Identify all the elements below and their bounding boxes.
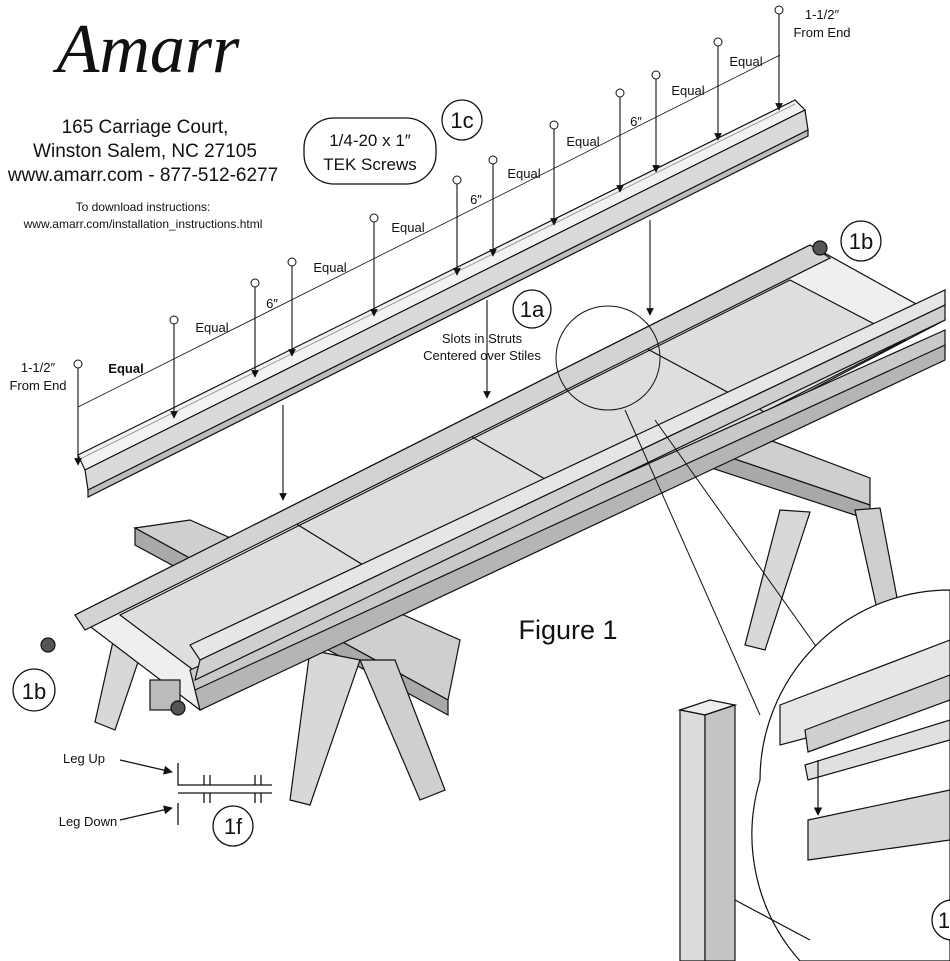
callout-1c: 1c (441, 99, 483, 141)
slots-note-line1: Slots in Struts (442, 331, 523, 346)
equal-label-5: Equal (507, 166, 540, 181)
callout-1a-text: 1a (520, 297, 545, 322)
end-label-right-1: 1-1/2″ (805, 7, 840, 22)
screw-label-line2: TEK Screws (323, 155, 417, 174)
callout-1-partial-text: 1 (938, 908, 950, 933)
address-line2: Winston Salem, NC 27105 (33, 141, 257, 162)
detail-magnifier-lines (555, 305, 841, 716)
equal-label-2: Equal (195, 320, 228, 335)
callout-1f: 1f (212, 805, 254, 847)
callout-1c-text: 1c (450, 108, 473, 133)
callout-1f-text: 1f (224, 814, 243, 839)
wall-post (677, 699, 811, 961)
screw-label-box: 1/4-20 x 1″ TEK Screws (303, 117, 437, 185)
callout-1b-left-text: 1b (22, 679, 46, 704)
figure-title: Figure 1 (518, 615, 617, 645)
equal-label-3: Equal (313, 260, 346, 275)
callout-1b-right-text: 1b (849, 229, 873, 254)
screw-heads (73, 5, 784, 369)
equal-label-1: Equal (108, 361, 143, 376)
download-url[interactable]: www.amarr.com/installation_instructions.… (23, 217, 263, 231)
end-label-left-1: 1-1/2″ (21, 360, 56, 375)
detail-magnifier (751, 589, 950, 961)
callout-1b-right: 1b (840, 220, 882, 262)
amarr-logo: Amarr (12, 0, 284, 100)
leg-down-label: Leg Down (59, 814, 118, 829)
six-label-2: 6″ (470, 192, 482, 207)
equal-label-4: Equal (391, 220, 424, 235)
six-label-1: 6″ (266, 296, 278, 311)
callout-1b-left: 1b (12, 668, 56, 712)
end-label-left-2: From End (9, 378, 66, 393)
equal-label-7: Equal (671, 83, 704, 98)
slots-note-line2: Centered over Stiles (423, 348, 541, 363)
spacing-labels: 1-1/2″ From End Equal Equal 6″ Equal Equ… (9, 7, 850, 393)
leg-up-label: Leg Up (63, 751, 105, 766)
equal-label-8: Equal (729, 54, 762, 69)
screw-label-line1: 1/4-20 x 1″ (329, 131, 411, 150)
callout-1a: 1a (512, 289, 552, 329)
download-label: To download instructions: (76, 200, 211, 214)
dimension-line (77, 54, 781, 408)
logo-text: Amarr (53, 11, 241, 88)
door-section (40, 240, 947, 716)
callout-1-partial: 1 (931, 899, 950, 941)
strut-installed (189, 289, 946, 682)
address-line1: 165 Carriage Court, (62, 117, 229, 138)
equal-label-6: Equal (566, 134, 599, 149)
web-phone[interactable]: www.amarr.com - 877-512-6277 (7, 165, 278, 186)
end-label-right-2: From End (793, 25, 850, 40)
profile-1f-drawing (119, 759, 272, 825)
six-label-3: 6″ (630, 114, 642, 129)
screw-arrows (74, 10, 783, 501)
